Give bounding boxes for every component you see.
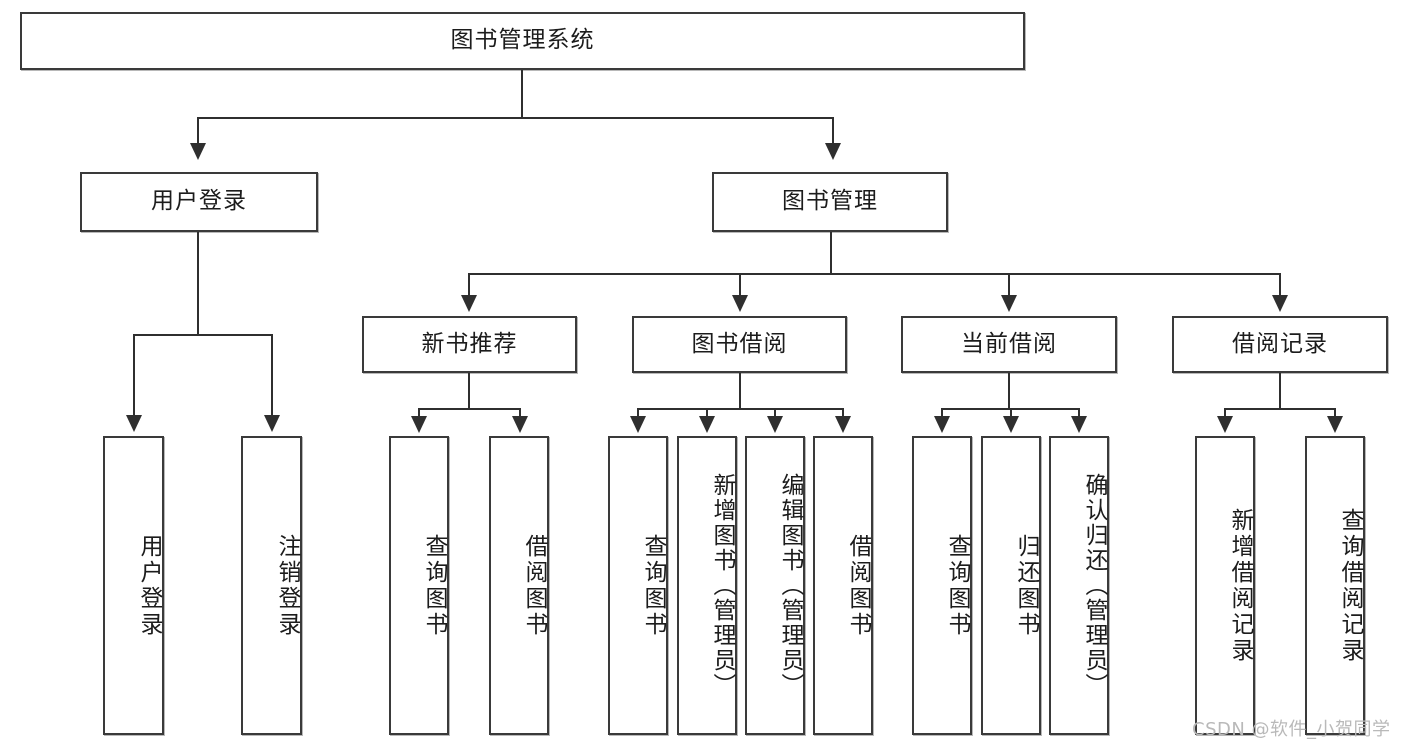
edge-bb-to-leaf-1 [637, 408, 639, 417]
arrow-bm-to-borrow-record [1272, 295, 1288, 312]
edge-book-borrow-stem [739, 373, 741, 409]
edge-bm-to-book-borrow [739, 273, 741, 296]
edge-bm-to-new-book [468, 273, 470, 296]
leaf-new-book-query-book[interactable]: 查询图书 [389, 436, 449, 735]
node-book-management[interactable]: 图书管理 [712, 172, 948, 232]
node-label: 用户登录 [136, 533, 162, 638]
arrow-cb-to-leaf-1 [934, 416, 950, 433]
leaf-borrow-record-query-record[interactable]: 查询借阅记录 [1305, 436, 1365, 735]
node-label: 借阅图书 [521, 533, 547, 638]
edge-root-bus [197, 117, 834, 119]
node-book-borrow[interactable]: 图书借阅 [632, 316, 847, 373]
edge-book-management-bus [468, 273, 1280, 275]
arrow-root-to-user-login [190, 143, 206, 160]
node-borrow-record[interactable]: 借阅记录 [1172, 316, 1388, 373]
arrow-new-book-to-leaf-2 [512, 416, 528, 433]
edge-bb-to-leaf-2 [706, 408, 708, 417]
leaf-current-borrow-confirm-return-admin[interactable]: 确认归还（管理员） [1049, 436, 1109, 735]
edge-br-to-leaf-2 [1334, 408, 1336, 417]
edge-new-book-stem [468, 373, 470, 409]
edge-cb-to-leaf-2 [1010, 408, 1012, 417]
leaf-book-borrow-borrow-book[interactable]: 借阅图书 [813, 436, 873, 735]
node-label: 新书推荐 [421, 330, 518, 357]
leaf-user-login-logout[interactable]: 注销登录 [241, 436, 302, 735]
node-root-book-management-system[interactable]: 图书管理系统 [20, 12, 1025, 70]
leaf-book-borrow-add-book-admin[interactable]: 新增图书（管理员） [677, 436, 737, 735]
node-user-login[interactable]: 用户登录 [80, 172, 318, 232]
arrow-br-to-leaf-2 [1327, 416, 1343, 433]
edge-bm-to-current-borrow [1008, 273, 1010, 296]
arrow-bm-to-book-borrow [732, 295, 748, 312]
edge-bm-to-borrow-record [1279, 273, 1281, 296]
node-label: 借阅记录 [1232, 330, 1328, 357]
node-label: 查询图书 [640, 533, 666, 638]
leaf-user-login-login[interactable]: 用户登录 [103, 436, 164, 735]
arrow-user-login-to-leaf-2 [264, 415, 280, 432]
node-label: 查询图书 [944, 533, 970, 638]
node-label: 图书管理 [782, 188, 878, 215]
node-label: 用户登录 [151, 188, 247, 215]
edge-root-stem [521, 70, 523, 118]
arrow-bb-to-leaf-4 [835, 416, 851, 433]
edge-borrow-record-bus [1224, 408, 1335, 410]
arrow-bb-to-leaf-2 [699, 416, 715, 433]
node-label: 归还图书 [1013, 533, 1039, 638]
edge-br-to-leaf-1 [1224, 408, 1226, 417]
node-label: 图书管理系统 [450, 27, 595, 54]
edge-new-book-bus [418, 408, 520, 410]
node-label: 新增借阅记录 [1227, 507, 1253, 664]
arrow-cb-to-leaf-2 [1003, 416, 1019, 433]
leaf-borrow-record-add-record[interactable]: 新增借阅记录 [1195, 436, 1255, 735]
arrow-root-to-book-management [825, 143, 841, 160]
arrow-bb-to-leaf-3 [767, 416, 783, 433]
arrow-br-to-leaf-1 [1217, 416, 1233, 433]
node-label: 图书借阅 [691, 330, 788, 357]
edge-user-login-stem [197, 232, 199, 335]
edge-borrow-record-stem [1279, 373, 1281, 409]
edge-user-login-bus [133, 334, 272, 336]
node-label: 注销登录 [274, 533, 300, 638]
node-label: 当前借阅 [961, 330, 1057, 357]
node-new-book-recommend[interactable]: 新书推荐 [362, 316, 577, 373]
leaf-book-borrow-query-book[interactable]: 查询图书 [608, 436, 668, 735]
edge-book-borrow-bus [637, 408, 844, 410]
node-label: 查询借阅记录 [1337, 507, 1363, 664]
edge-cb-to-leaf-1 [941, 408, 943, 417]
edge-bb-to-leaf-4 [842, 408, 844, 417]
edge-bb-to-leaf-3 [774, 408, 776, 417]
edge-user-login-to-leaf-1 [133, 334, 135, 416]
node-label: 借阅图书 [845, 533, 871, 638]
node-label: 编辑图书（管理员） [777, 473, 803, 698]
leaf-book-borrow-edit-book-admin[interactable]: 编辑图书（管理员） [745, 436, 805, 735]
leaf-current-borrow-query-book[interactable]: 查询图书 [912, 436, 972, 735]
node-label: 确认归还（管理员） [1081, 473, 1107, 698]
edge-current-borrow-stem [1008, 373, 1010, 409]
node-label: 新增图书（管理员） [709, 473, 735, 698]
edge-cb-to-leaf-3 [1078, 408, 1080, 417]
arrow-user-login-to-leaf-1 [126, 415, 142, 432]
edge-root-to-book-management [832, 117, 834, 144]
leaf-new-book-borrow-book[interactable]: 借阅图书 [489, 436, 549, 735]
node-current-borrow[interactable]: 当前借阅 [901, 316, 1117, 373]
edge-user-login-to-leaf-2 [271, 334, 273, 416]
arrow-bb-to-leaf-1 [630, 416, 646, 433]
leaf-current-borrow-return-book[interactable]: 归还图书 [981, 436, 1041, 735]
node-label: 查询图书 [421, 533, 447, 638]
edge-book-management-stem [830, 232, 832, 274]
arrow-cb-to-leaf-3 [1071, 416, 1087, 433]
edge-new-book-to-leaf-2 [519, 408, 521, 417]
edge-new-book-to-leaf-1 [418, 408, 420, 417]
arrow-bm-to-new-book [461, 295, 477, 312]
arrow-bm-to-current-borrow [1001, 295, 1017, 312]
edge-root-to-user-login [197, 117, 199, 144]
arrow-new-book-to-leaf-1 [411, 416, 427, 433]
